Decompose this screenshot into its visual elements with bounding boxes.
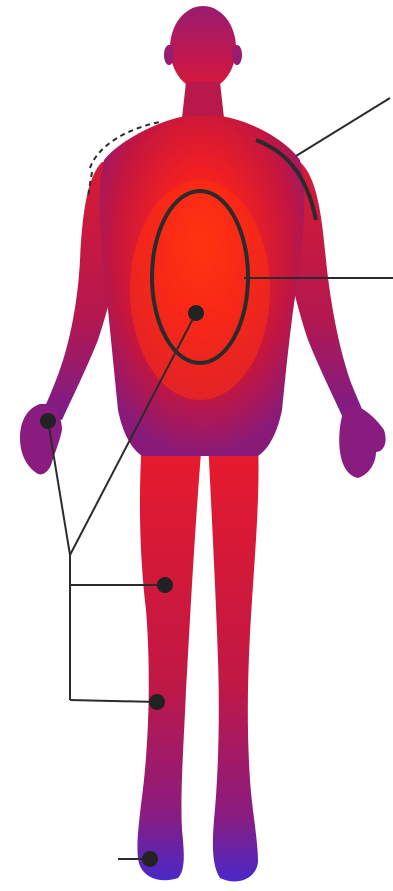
- hand-measurement-dot: [40, 413, 56, 429]
- shoulder-pointer-line: [296, 98, 390, 156]
- head: [164, 6, 242, 90]
- left-ear: [164, 45, 174, 65]
- head-shape: [170, 6, 236, 90]
- abdomen-measurement-dot: [188, 305, 204, 321]
- right-leg: [208, 440, 259, 881]
- legs: [137, 440, 258, 881]
- shin-measurement-dot: [149, 694, 165, 710]
- thigh-measurement-dot: [157, 577, 173, 593]
- right-ear: [232, 45, 242, 65]
- neck: [182, 82, 224, 118]
- foot-measurement-dot: [142, 851, 158, 867]
- shin-connector-line: [70, 700, 157, 702]
- right-hand: [339, 404, 385, 478]
- left-leg: [137, 440, 202, 880]
